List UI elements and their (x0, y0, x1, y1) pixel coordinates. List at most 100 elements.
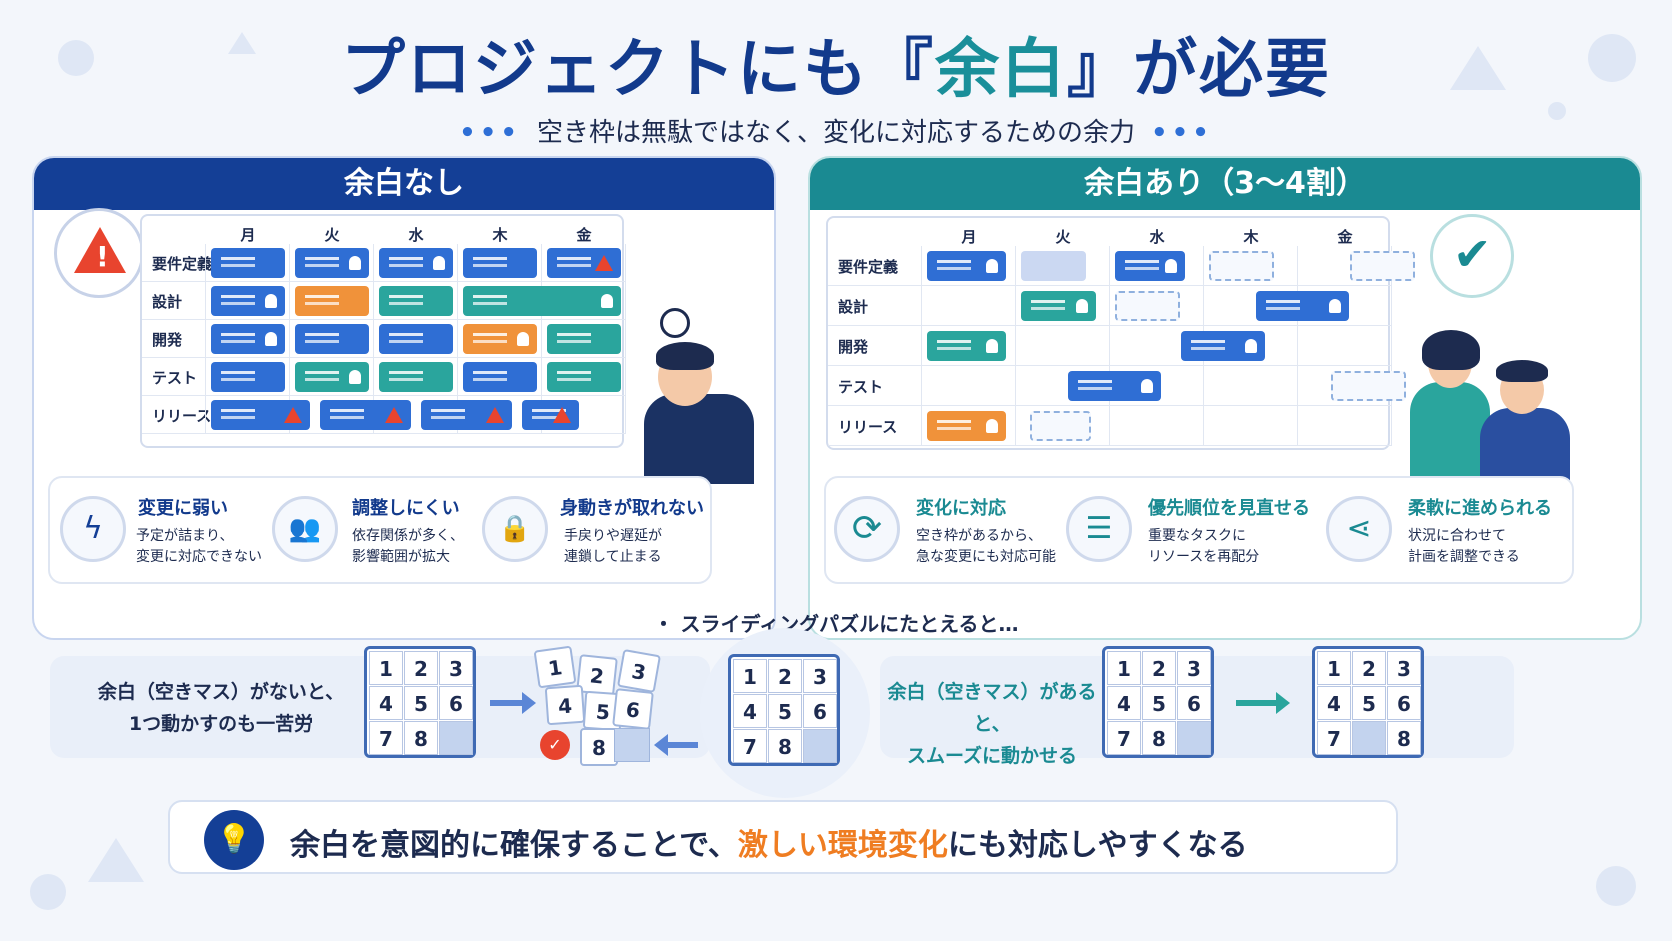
puzzle-tile: 6 (439, 686, 473, 720)
row-label: 開発 (152, 331, 183, 349)
puzzle-tile: 8 (404, 721, 438, 755)
puzzle-empty-cell (1352, 721, 1386, 755)
grid-cell (374, 320, 458, 358)
grid-cell (1016, 286, 1110, 326)
row-label: 要件定義 (152, 255, 213, 273)
task-bar (379, 362, 453, 392)
task-bar (379, 248, 453, 278)
decor-circle (58, 40, 94, 76)
puzzle-tile: 6 (1177, 686, 1211, 720)
grid-cell (1298, 406, 1392, 446)
puzzle-tile: 1 (1317, 651, 1351, 685)
lightbulb-icon: 💡 (204, 810, 264, 870)
puzzle-empty-cell (439, 721, 473, 755)
warning-icon (595, 255, 613, 271)
task-bar (463, 248, 537, 278)
day-header: 木 (492, 226, 508, 244)
task-bar (547, 362, 621, 392)
task-bar (927, 251, 1007, 281)
grid-cell (1204, 366, 1298, 406)
task-bar (547, 248, 621, 278)
stressed-person-illustration (614, 308, 754, 484)
grid-cell (922, 286, 1016, 326)
alert-mark: ! (96, 240, 109, 273)
arrow-left (654, 734, 698, 756)
priority-list-icon: ☰ (1066, 496, 1132, 562)
page-title: プロジェクトにも『余白』が必要 (341, 33, 1331, 107)
task-bar (211, 324, 285, 354)
feature-title: 柔軟に進められる (1408, 498, 1552, 519)
feature-title: 身動きが取れない (560, 498, 704, 519)
no-slack-panel: 余白なし ! 月火水木金要件定義設計開発テストリリース ϟ 変更に弱い 予定が詰… (32, 156, 776, 640)
decor-triangle (228, 32, 256, 54)
puzzle-tile: 2 (768, 659, 802, 693)
people-icon: 👥 (272, 496, 338, 562)
decor-circle (30, 874, 66, 910)
grid-cell (922, 366, 1016, 406)
no-space-text: 余白（空きマス）がないと、1つ動かすのも一苦労 (97, 681, 345, 735)
task-bar (421, 400, 512, 430)
task-bar (1256, 291, 1350, 321)
puzzle-tile: 2 (1352, 651, 1386, 685)
day-header: 火 (1055, 228, 1071, 246)
puzzle-tile: 7 (733, 729, 767, 763)
person-icon (986, 339, 999, 353)
grid-cell (458, 244, 542, 282)
grid-cell (290, 244, 374, 282)
day-header: 金 (576, 226, 592, 244)
puzzle-empty-cell (1177, 721, 1211, 755)
day-header: 金 (1337, 228, 1353, 246)
puzzle-tile: 4 (1107, 686, 1141, 720)
puzzle-tile: 5 (1142, 686, 1176, 720)
feature-flexible: ⋖ 柔軟に進められる 状況に合わせて計画を調整できる (1326, 478, 1566, 582)
decor-triangle (88, 838, 144, 882)
grid-cell (922, 406, 1016, 446)
grid-cell (542, 396, 626, 434)
day-header: 月 (240, 226, 256, 244)
grid-cell (458, 320, 542, 358)
task-bar (295, 248, 369, 278)
warning-icon (384, 407, 403, 423)
warning-icon (284, 407, 303, 423)
burst-icon: ✓ (540, 730, 570, 760)
row-label: テスト (838, 378, 884, 396)
refresh-icon: ⟳ (834, 496, 900, 562)
task-bar (547, 324, 621, 354)
grid-cell (828, 406, 922, 446)
row-label: リリース (152, 407, 212, 425)
person-icon (1244, 339, 1257, 353)
page-subtitle: •••空き枠は無駄ではなく、変化に対応するための余力••• (459, 118, 1213, 148)
puzzle-tile: 5 (768, 694, 802, 728)
feature-reprioritize: ☰ 優先順位を見直せる 重要なタスクにリソースを再配分 (1066, 478, 1316, 582)
crowded-schedule-grid: 月火水木金要件定義設計開発テストリリース (140, 214, 626, 448)
scattered-tile: 6 (612, 688, 654, 730)
feature-desc: 状況に合わせて計画を調整できる (1408, 528, 1520, 565)
grid-cell (1016, 246, 1110, 286)
grid-cell (374, 358, 458, 396)
row-label: 開発 (838, 338, 869, 356)
grid-cell (290, 358, 374, 396)
grid-cell (542, 244, 626, 282)
check-bubble: ✔ (1430, 214, 1514, 298)
grid-cell (458, 358, 542, 396)
day-header: 水 (408, 226, 424, 244)
task-bar (927, 411, 1007, 441)
grid-cell (1204, 326, 1298, 366)
person-icon (1141, 379, 1154, 393)
feature-fragile: ϟ 変更に弱い 予定が詰まり、変更に対応できない (60, 478, 270, 582)
row-label: 設計 (838, 298, 869, 316)
with-slack-features: ⟳ 変化に対応 空き枠があるから、急な変更にも対応可能 ☰ 優先順位を見直せる … (824, 476, 1574, 584)
warning-icon (552, 407, 571, 423)
grid-cell (142, 396, 206, 434)
grid-cell (828, 326, 922, 366)
grid-cell (1298, 286, 1392, 326)
row-label: 設計 (152, 293, 183, 311)
grid-cell (542, 282, 626, 320)
scatter-empty (614, 728, 650, 762)
feature-desc: 予定が詰まり、変更に対応できない (136, 528, 262, 565)
grid-cell (1016, 406, 1110, 446)
puzzle-caption: ・ スライディングパズルにたとえると… (653, 612, 1019, 636)
grid-cell (374, 282, 458, 320)
puzzle-tile: 1 (733, 659, 767, 693)
puzzle-tile: 2 (404, 651, 438, 685)
